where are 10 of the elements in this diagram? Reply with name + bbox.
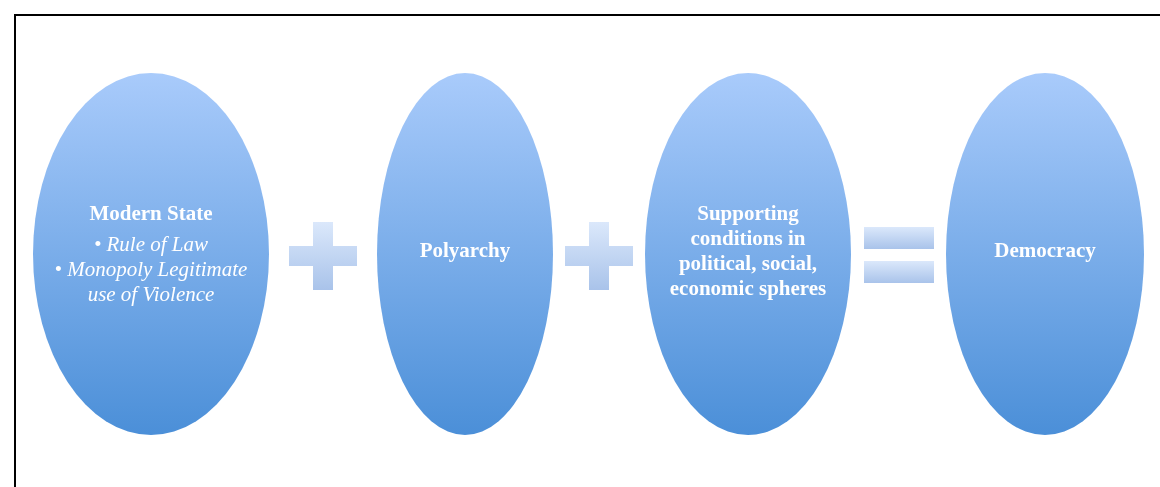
ellipse-node: [377, 73, 553, 435]
node-title: Supporting conditions in political, social, economic spheres: [668, 200, 828, 302]
ellipse-node: [946, 73, 1144, 435]
node-title: Polyarchy: [419, 238, 511, 264]
ellipse-node: [645, 73, 851, 435]
ellipse-node: [33, 73, 269, 435]
bullet-item: • Rule of Law: [93, 231, 209, 257]
bullet-item: • Monopoly Legitimate use of Violence: [53, 257, 249, 308]
node-title: Modern State: [89, 200, 213, 226]
node-title: Democracy: [994, 238, 1096, 264]
